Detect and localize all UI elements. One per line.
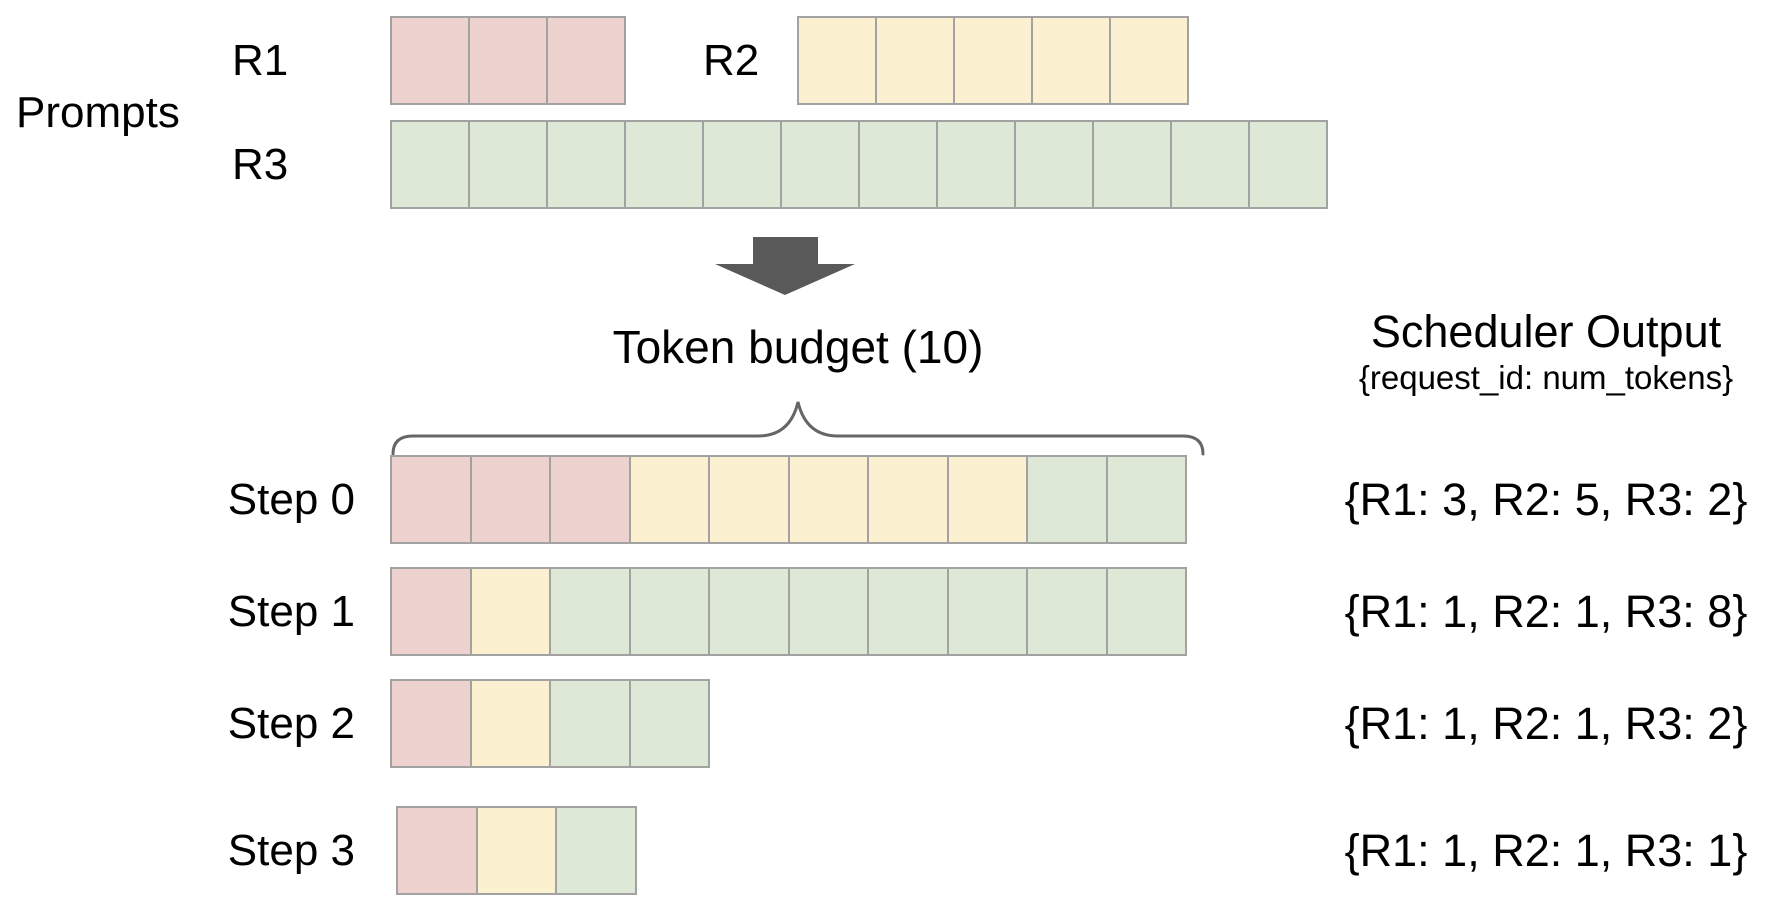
token-cell-green [946, 567, 1028, 656]
token-cell-green [858, 120, 938, 209]
token-cell-green [1014, 120, 1094, 209]
down-arrow-shape [715, 237, 855, 295]
token-cell-green [1026, 567, 1108, 656]
token-cell-pink [396, 806, 478, 895]
step-2-scheduler-output: {R1: 1, R2: 1, R3: 2} [1344, 698, 1748, 749]
token-cell-green [628, 567, 710, 656]
step-0-scheduler-output: {R1: 3, R2: 5, R3: 2} [1344, 474, 1748, 525]
token-cell-green [1026, 455, 1108, 544]
token-cell-green [624, 120, 704, 209]
token-cell-yellow [475, 806, 557, 895]
token-cell-green [628, 679, 710, 768]
token-cell-yellow [787, 455, 869, 544]
token-cell-pink [390, 567, 472, 656]
token-cell-green [1248, 120, 1328, 209]
step-3-token-strip [396, 806, 637, 895]
token-cell-yellow [628, 455, 710, 544]
token-budget-title: Token budget (10) [612, 321, 984, 373]
token-cell-green [1105, 567, 1187, 656]
step-3-label: Step 3 [227, 826, 355, 875]
step-1-label: Step 1 [227, 587, 355, 636]
token-cell-green [1170, 120, 1250, 209]
token-cell-green [1105, 455, 1187, 544]
prompts-label: Prompts [16, 88, 180, 137]
token-cell-pink [468, 16, 548, 105]
token-budget-brace [391, 401, 1205, 456]
token-cell-green [390, 120, 470, 209]
token-cell-yellow [708, 455, 790, 544]
token-cell-yellow [797, 16, 877, 105]
token-cell-yellow [953, 16, 1033, 105]
step-2-token-strip [390, 679, 710, 768]
scheduler-output-subtitle: {request_id: num_tokens} [1358, 359, 1734, 396]
token-cell-pink [390, 679, 472, 768]
token-cell-yellow [875, 16, 955, 105]
token-cell-green [546, 120, 626, 209]
token-cell-green [708, 567, 790, 656]
request-r1-token-strip [390, 16, 626, 105]
token-cell-yellow [867, 455, 949, 544]
token-cell-yellow [946, 455, 1028, 544]
token-cell-yellow [1031, 16, 1111, 105]
token-cell-green [1092, 120, 1172, 209]
token-cell-green [780, 120, 860, 209]
token-cell-yellow [1109, 16, 1189, 105]
token-cell-pink [546, 16, 626, 105]
token-cell-green [549, 679, 631, 768]
scheduler-output-title: Scheduler Output [1370, 306, 1722, 357]
token-cell-green [555, 806, 637, 895]
token-cell-green [787, 567, 869, 656]
token-cell-pink [390, 16, 470, 105]
token-cell-pink [549, 455, 631, 544]
request-r3-token-strip [390, 120, 1328, 209]
step-1-token-strip [390, 567, 1187, 656]
step-0-token-strip [390, 455, 1187, 544]
step-3-scheduler-output: {R1: 1, R2: 1, R3: 1} [1344, 825, 1748, 876]
brace-path [391, 401, 1205, 456]
token-cell-green [867, 567, 949, 656]
step-2-label: Step 2 [227, 699, 355, 748]
token-cell-green [468, 120, 548, 209]
token-cell-pink [390, 455, 472, 544]
token-cell-pink [469, 455, 551, 544]
scheduler-output-header: Scheduler Output {request_id: num_tokens… [1300, 306, 1788, 398]
step-1-scheduler-output: {R1: 1, R2: 1, R3: 8} [1344, 586, 1748, 637]
token-cell-yellow [469, 567, 551, 656]
request-r3-label: R3 [232, 140, 289, 189]
request-r2-token-strip [797, 16, 1189, 105]
token-cell-green [702, 120, 782, 209]
request-r1-label: R1 [232, 36, 289, 85]
request-r2-label: R2 [703, 36, 760, 85]
down-arrow-icon [715, 237, 855, 295]
token-cell-green [549, 567, 631, 656]
token-cell-green [936, 120, 1016, 209]
step-0-label: Step 0 [227, 475, 355, 524]
token-cell-yellow [469, 679, 551, 768]
